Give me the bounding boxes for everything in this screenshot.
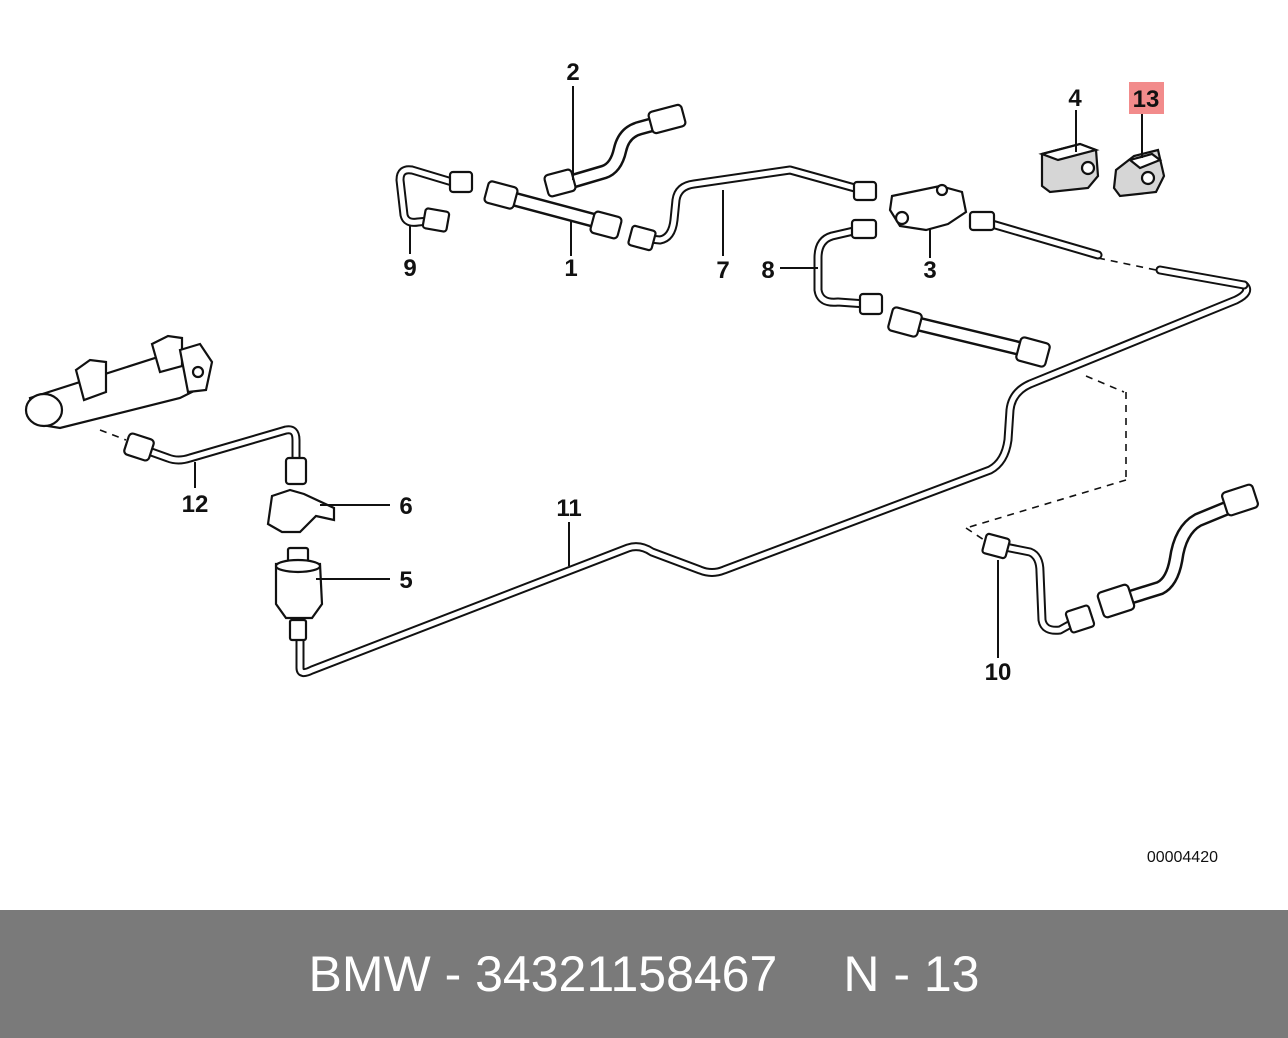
brand-part-number: BMW - 34321158467	[308, 946, 778, 1002]
callout-2: 2	[566, 59, 579, 86]
brake-pipe-8	[813, 225, 871, 309]
callout-13-highlight	[1129, 82, 1164, 114]
brake-pipe-12	[135, 425, 301, 467]
callout-4: 4	[1068, 85, 1082, 112]
brake-hose-rear-center	[858, 292, 1051, 368]
callout-5: 5	[399, 567, 412, 594]
brake-pipe-11	[295, 265, 1252, 678]
callout-6: 6	[399, 493, 412, 520]
fittings	[123, 207, 1011, 560]
brake-pipe-7	[635, 165, 867, 245]
brake-pipe-9	[395, 165, 457, 227]
callout-8: 8	[761, 257, 774, 284]
callout-10: 10	[985, 659, 1012, 686]
brake-hose-1	[448, 170, 623, 240]
brake-pipe-10	[995, 541, 1083, 635]
leader-lines	[194, 86, 1143, 658]
master-cylinder	[24, 334, 214, 430]
callout-12: 12	[182, 491, 209, 518]
brake-hose-2	[543, 103, 687, 198]
clip-4	[1038, 142, 1100, 194]
brake-distributor-3	[850, 180, 996, 240]
part-info-banner: BMW - 34321158467 N - 13	[0, 910, 1288, 1038]
dashed-lines	[99, 257, 1157, 541]
brake-line-diagram: 2 4 13 9 1 7 8 3 12 6 11 5 10 00004420	[24, 59, 1259, 866]
diagram-position: N - 13	[843, 946, 980, 1002]
callout-3: 3	[923, 257, 936, 284]
callout-1: 1	[564, 255, 577, 282]
clamp-6	[266, 456, 336, 534]
brake-pipe-rear-right	[980, 217, 1103, 260]
clip-13	[1112, 148, 1166, 198]
callout-9: 9	[403, 255, 416, 282]
callout-11: 11	[556, 495, 581, 522]
callout-13: 13	[1133, 86, 1160, 113]
diagram-reference-code: 00004420	[1147, 849, 1218, 866]
callout-7: 7	[716, 257, 729, 284]
brake-hose-rear-right	[1064, 483, 1259, 634]
pressure-regulator-5	[274, 546, 324, 642]
